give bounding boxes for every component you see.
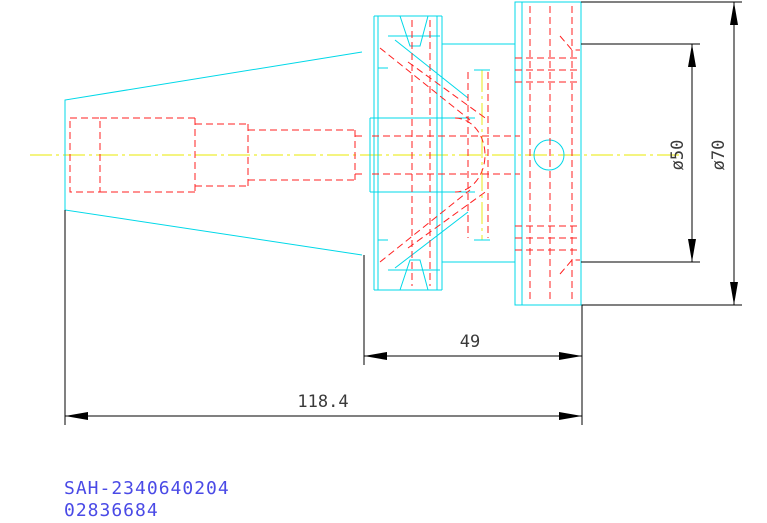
serial-number-label: 02836684 — [64, 500, 159, 521]
tool-holder-outline — [64, 1, 582, 306]
part-number-label: SAH-2340640204 — [64, 478, 230, 499]
dimension-overall-length: 118.4 — [297, 392, 348, 412]
dimension-flange-length: 49 — [460, 332, 480, 352]
dimension-lines — [64, 1, 742, 425]
dimension-diameter-50: ø50 — [668, 140, 688, 171]
hidden-lines — [69, 6, 580, 300]
dimension-diameter-70: ø70 — [709, 140, 729, 171]
